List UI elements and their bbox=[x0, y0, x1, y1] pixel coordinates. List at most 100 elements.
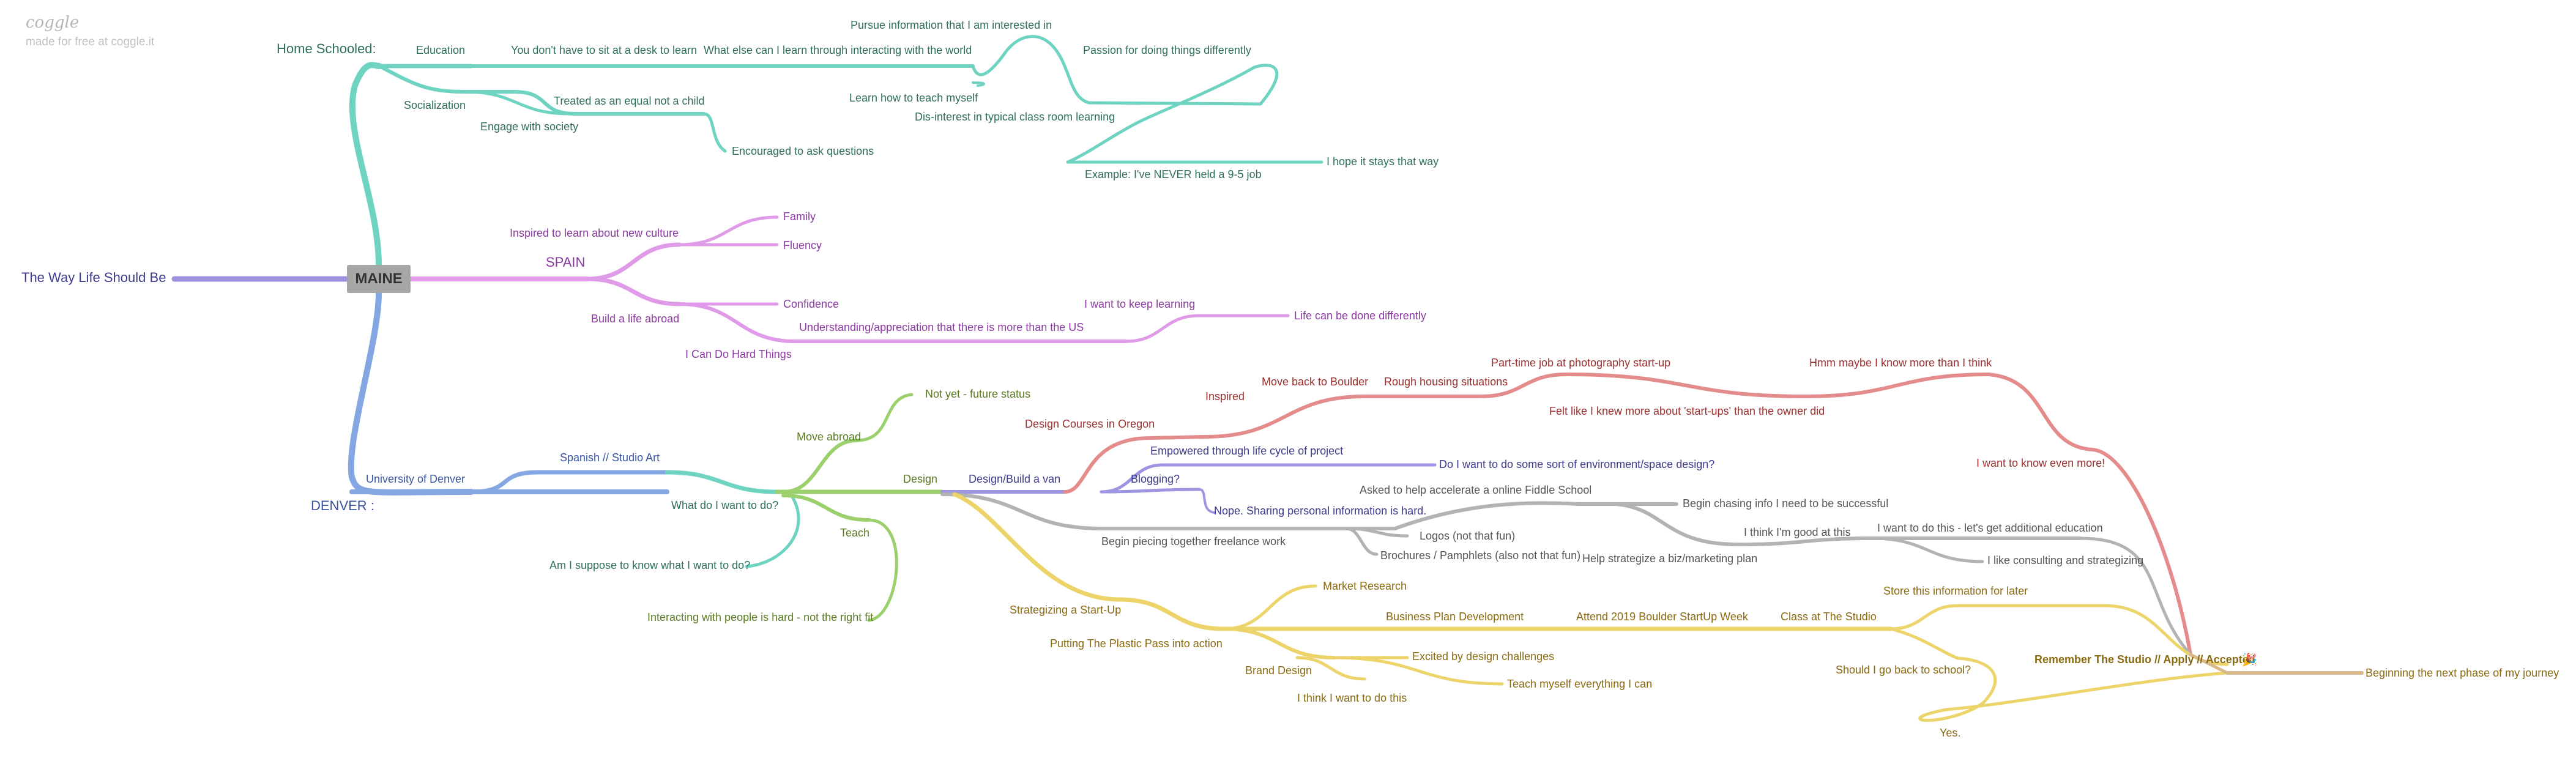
node-startup[interactable]: Strategizing a Start-Up bbox=[1010, 604, 1122, 616]
node-want-do[interactable]: I want to do this - let's get additional… bbox=[1877, 522, 2103, 534]
node-treated[interactable]: Treated as an equal not a child bbox=[554, 95, 705, 107]
node-nope[interactable]: Nope. Sharing personal information is ha… bbox=[1214, 505, 1427, 517]
node-home-schooled[interactable]: Home Schooled: bbox=[277, 41, 376, 56]
node-keep-learning[interactable]: I want to keep learning bbox=[1084, 298, 1196, 310]
node-family[interactable]: Family bbox=[783, 210, 816, 223]
node-move-abroad[interactable]: Move abroad bbox=[797, 431, 862, 443]
node-spain[interactable]: SPAIN bbox=[546, 254, 586, 270]
node-hard-things[interactable]: I Can Do Hard Things bbox=[685, 348, 792, 360]
node-what-else[interactable]: What else can I learn through interactin… bbox=[704, 44, 972, 56]
node-confidence[interactable]: Confidence bbox=[783, 298, 839, 310]
node-passion[interactable]: Passion for doing things differently bbox=[1083, 44, 1251, 56]
node-teach-myself[interactable]: Teach myself everything I can bbox=[1507, 678, 1653, 690]
node-design-van[interactable]: Design/Build a van bbox=[969, 473, 1061, 485]
node-remember[interactable]: Remember The Studio // Apply // Accepted bbox=[2034, 653, 2255, 666]
node-way-life[interactable]: The Way Life Should Be bbox=[21, 270, 166, 285]
coggle-logo: coggle bbox=[26, 13, 80, 32]
node-disinterest[interactable]: Dis-interest in typical class room learn… bbox=[915, 111, 1115, 123]
node-university-denver[interactable]: University of Denver bbox=[366, 473, 466, 485]
link-think-do bbox=[1295, 656, 1366, 681]
root-node-maine[interactable]: MAINE bbox=[347, 265, 411, 293]
node-brochures[interactable]: Brochures / Pamphlets (also not that fun… bbox=[1380, 549, 1581, 562]
node-next-phase[interactable]: Beginning the next phase of my journey bbox=[2366, 667, 2559, 679]
node-encouraged[interactable]: Encouraged to ask questions bbox=[732, 145, 874, 157]
node-education[interactable]: Education bbox=[416, 44, 466, 56]
node-felt-like[interactable]: Felt like I knew more about 'start-ups' … bbox=[1549, 405, 1825, 417]
node-learn-teach[interactable]: Learn how to teach myself bbox=[849, 92, 978, 104]
node-freelance[interactable]: Begin piecing together freelance work bbox=[1101, 535, 1286, 548]
node-socialization[interactable]: Socialization bbox=[404, 99, 466, 111]
node-empowered[interactable]: Empowered through life cycle of project bbox=[1150, 445, 1344, 457]
brand-tagline: made for free at coggle.it bbox=[26, 35, 155, 48]
link-logos bbox=[1344, 527, 1409, 538]
node-environment[interactable]: Do I want to do some sort of environment… bbox=[1439, 458, 1715, 470]
party-popper-icon: 🎉 bbox=[2242, 653, 2257, 667]
node-build-life[interactable]: Build a life abroad bbox=[591, 313, 680, 325]
link-encouraged bbox=[702, 112, 727, 153]
node-interacting[interactable]: Interacting with people is hard - not th… bbox=[647, 611, 874, 623]
node-biz-plan[interactable]: Business Plan Development bbox=[1386, 611, 1524, 623]
link-plastic bbox=[1117, 597, 1226, 631]
link-suppose bbox=[745, 491, 800, 568]
link-understanding bbox=[677, 302, 797, 343]
node-move-boulder[interactable]: Move back to Boulder bbox=[1262, 376, 1369, 388]
link-inspired bbox=[1204, 395, 1366, 439]
link-keep bbox=[1124, 314, 1201, 343]
link-gold-start bbox=[952, 492, 1122, 602]
node-think-do[interactable]: I think I want to do this bbox=[1297, 692, 1407, 704]
node-design-courses[interactable]: Design Courses in Oregon bbox=[1025, 418, 1155, 430]
node-class-studio[interactable]: Class at The Studio bbox=[1781, 611, 1877, 623]
node-design[interactable]: Design bbox=[903, 473, 938, 485]
node-store[interactable]: Store this information for later bbox=[1883, 585, 2028, 597]
node-desk[interactable]: You don't have to sit at a desk to learn bbox=[511, 44, 697, 56]
link-grey-start bbox=[940, 492, 1103, 530]
link-remember-join bbox=[2189, 653, 2229, 675]
node-inspired[interactable]: Inspired bbox=[1205, 390, 1245, 403]
node-understanding[interactable]: Understanding/appreciation that there is… bbox=[799, 321, 1084, 333]
node-fiddle[interactable]: Asked to help accelerate a online Fiddle… bbox=[1360, 484, 1592, 496]
link-go-back bbox=[1889, 627, 2229, 722]
node-blogging[interactable]: Blogging? bbox=[1131, 473, 1180, 485]
node-hope[interactable]: I hope it stays that way bbox=[1327, 155, 1439, 168]
link-teach bbox=[781, 494, 871, 522]
node-know-more[interactable]: I want to know even more! bbox=[1976, 457, 2105, 469]
node-spanish-art[interactable]: Spanish // Studio Art bbox=[560, 451, 660, 464]
node-strategize[interactable]: Help strategize a biz/marketing plan bbox=[1582, 552, 1758, 565]
node-good-at[interactable]: I think I'm good at this bbox=[1744, 526, 1851, 538]
node-plastic[interactable]: Putting The Plastic Pass into action bbox=[1050, 637, 1223, 650]
node-rough[interactable]: Rough housing situations bbox=[1384, 376, 1508, 388]
node-excited[interactable]: Excited by design challenges bbox=[1412, 650, 1555, 663]
node-suppose[interactable]: Am I suppose to know what I want to do? bbox=[549, 559, 751, 571]
node-example[interactable]: Example: I've NEVER held a 9-5 job bbox=[1085, 168, 1262, 180]
node-life-done[interactable]: Life can be done differently bbox=[1294, 310, 1426, 322]
link-pursue bbox=[971, 35, 1051, 76]
node-chasing[interactable]: Begin chasing info I need to be successf… bbox=[1683, 497, 1889, 510]
node-hmm[interactable]: Hmm maybe I know more than I think bbox=[1809, 357, 1992, 369]
node-attend[interactable]: Attend 2019 Boulder StartUp Week bbox=[1576, 611, 1748, 623]
node-inspired-culture[interactable]: Inspired to learn about new culture bbox=[510, 227, 679, 239]
node-logos[interactable]: Logos (not that fun) bbox=[1420, 530, 1516, 542]
node-market[interactable]: Market Research bbox=[1323, 580, 1407, 592]
node-consulting[interactable]: I like consulting and strategizing bbox=[1987, 554, 2144, 566]
node-teach[interactable]: Teach bbox=[840, 527, 870, 539]
link-home-trunk bbox=[349, 62, 382, 268]
link-learn-teach bbox=[972, 81, 985, 87]
node-what-do[interactable]: What do I want to do? bbox=[671, 499, 779, 511]
coggle-branding: coggle made for free at coggle.it bbox=[26, 13, 154, 49]
link-felt bbox=[1565, 373, 1807, 398]
node-brand-design[interactable]: Brand Design bbox=[1245, 664, 1312, 677]
node-fluency[interactable]: Fluency bbox=[783, 239, 822, 251]
link-denver-trunk bbox=[348, 290, 474, 496]
link-consulting bbox=[1871, 536, 1984, 563]
node-go-back[interactable]: Should I go back to school? bbox=[1836, 664, 1971, 676]
node-denver[interactable]: DENVER : bbox=[311, 498, 374, 513]
node-pursue[interactable]: Pursue information that I am interested … bbox=[851, 19, 1052, 31]
node-yes[interactable]: Yes. bbox=[1940, 727, 1961, 739]
node-not-yet[interactable]: Not yet - future status bbox=[925, 388, 1031, 400]
link-move-abroad bbox=[781, 439, 858, 494]
link-interacting bbox=[867, 518, 898, 622]
node-part-time[interactable]: Part-time job at photography start-up bbox=[1491, 357, 1671, 369]
node-engage[interactable]: Engage with society bbox=[480, 121, 579, 133]
